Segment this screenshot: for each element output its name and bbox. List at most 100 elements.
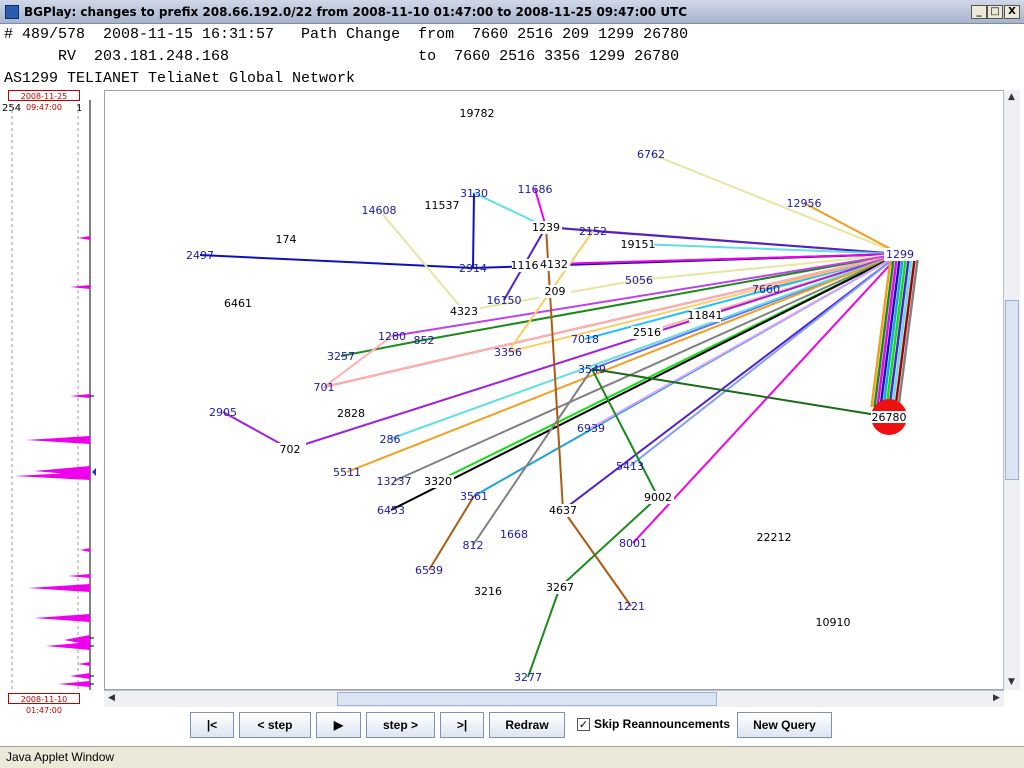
path-edge-3257-852 xyxy=(340,339,425,357)
as-node-5056[interactable]: 5056 xyxy=(625,274,653,287)
as-node-6539[interactable]: 6539 xyxy=(415,564,443,577)
as-node-11537[interactable]: 11537 xyxy=(425,199,460,212)
as-node-174[interactable]: 174 xyxy=(276,233,297,246)
path-edge-812-3549 xyxy=(472,368,593,546)
as-node-286[interactable]: 286 xyxy=(380,433,401,446)
last-event-button[interactable]: >| xyxy=(440,712,484,738)
as-node-26780[interactable]: 26780 xyxy=(872,411,907,424)
as-node-1280[interactable]: 1280 xyxy=(378,330,406,343)
minimize-button[interactable]: _ xyxy=(971,5,987,19)
as-node-2914[interactable]: 2914 xyxy=(459,262,487,275)
as-node-11164[interactable]: 11164 xyxy=(511,259,546,272)
as-node-1668[interactable]: 1668 xyxy=(500,528,528,541)
as-node-3277[interactable]: 3277 xyxy=(514,671,542,684)
as-node-702[interactable]: 702 xyxy=(280,443,301,456)
as-node-852[interactable]: 852 xyxy=(414,334,435,347)
scroll-down-icon[interactable]: ▼ xyxy=(1008,677,1015,687)
as-node-1221[interactable]: 1221 xyxy=(617,600,645,613)
as-node-3320[interactable]: 3320 xyxy=(424,475,452,488)
status-text: Java Applet Window xyxy=(6,750,115,764)
maximize-button[interactable]: □ xyxy=(987,5,1003,19)
redraw-button[interactable]: Redraw xyxy=(489,712,565,738)
as-node-4323[interactable]: 4323 xyxy=(450,305,478,318)
as-node-3561[interactable]: 3561 xyxy=(460,490,488,503)
hub-origin-edge xyxy=(879,259,901,408)
as-node-5511[interactable]: 5511 xyxy=(333,466,361,479)
horizontal-scrollbar[interactable]: ◀ ▶ xyxy=(104,690,1004,707)
hub-origin-edge xyxy=(882,259,904,408)
as-node-6453[interactable]: 6453 xyxy=(377,504,405,517)
new-query-button[interactable]: New Query xyxy=(737,712,832,738)
as-node-bg xyxy=(689,309,721,322)
title-bar: BGPlay: changes to prefix 208.66.192.0/2… xyxy=(0,0,1024,24)
timeline-panel[interactable]: 2008-11-25 09:47:00 254 1 2008-11-10 01:… xyxy=(2,90,96,715)
as-node-bg xyxy=(426,199,458,212)
as-node-8001[interactable]: 8001 xyxy=(619,537,647,550)
step-forward-button[interactable]: step > xyxy=(366,712,435,738)
as-node-19782[interactable]: 19782 xyxy=(460,107,495,120)
as-node-4637[interactable]: 4637 xyxy=(549,504,577,517)
as-node-19151[interactable]: 19151 xyxy=(621,238,656,251)
as-node-2152[interactable]: 2152 xyxy=(579,225,607,238)
step-back-button[interactable]: < step xyxy=(239,712,311,738)
as-node-2905[interactable]: 2905 xyxy=(209,406,237,419)
hub-origin-edge xyxy=(894,259,916,408)
as-name-line: AS1299 TELIANET TeliaNet Global Network xyxy=(4,70,356,87)
timeline-left-label: 254 xyxy=(2,103,22,114)
as-node-11841[interactable]: 11841 xyxy=(688,309,723,322)
as-node-2828[interactable]: 2828 xyxy=(337,407,365,420)
path-edge-13237-1299 xyxy=(393,253,901,482)
first-event-button[interactable]: |< xyxy=(190,712,234,738)
path-edge-4637-1221 xyxy=(562,509,632,607)
as-node-6461[interactable]: 6461 xyxy=(224,297,252,310)
as-node-6762[interactable]: 6762 xyxy=(637,148,665,161)
as-node-4132[interactable]: 4132 xyxy=(540,258,568,271)
path-edge-701-1299 xyxy=(323,253,901,388)
as-node-11686[interactable]: 11686 xyxy=(518,183,553,196)
as-node-22212[interactable]: 22212 xyxy=(757,531,792,544)
scroll-right-icon[interactable]: ▶ xyxy=(993,693,1000,703)
as-node-bg xyxy=(274,443,306,456)
vertical-scroll-thumb[interactable] xyxy=(1005,300,1019,480)
as-node-3130[interactable]: 3130 xyxy=(460,187,488,200)
as-node-3267[interactable]: 3267 xyxy=(546,581,574,594)
as-node-7660[interactable]: 7660 xyxy=(752,283,780,296)
as-node-701[interactable]: 701 xyxy=(314,381,335,394)
as-node-3549[interactable]: 3549 xyxy=(578,363,606,376)
hub-origin-edge xyxy=(897,259,919,408)
path-edge-6539-3561 xyxy=(428,495,475,571)
as-node-2497[interactable]: 2497 xyxy=(186,249,214,262)
as-node-12956[interactable]: 12956 xyxy=(787,197,822,210)
vertical-scrollbar[interactable]: ▲ ▼ xyxy=(1003,90,1020,690)
as-node-1239[interactable]: 1239 xyxy=(532,221,560,234)
as-node-209[interactable]: 209 xyxy=(545,285,566,298)
as-node-bg xyxy=(448,305,480,318)
as-node-bg xyxy=(530,221,562,234)
as-node-bg xyxy=(547,504,579,517)
as-node-3257[interactable]: 3257 xyxy=(327,350,355,363)
path-edge-1280-1299 xyxy=(391,253,901,337)
as-node-1299[interactable]: 1299 xyxy=(886,248,914,261)
as-node-10910[interactable]: 10910 xyxy=(816,616,851,629)
as-node-3216[interactable]: 3216 xyxy=(474,585,502,598)
as-node-7018[interactable]: 7018 xyxy=(571,333,599,346)
play-button[interactable]: ▶ xyxy=(316,712,361,738)
as-node-2516[interactable]: 2516 xyxy=(633,326,661,339)
as-node-bg xyxy=(642,491,674,504)
as-node-5413[interactable]: 5413 xyxy=(616,460,644,473)
as-node-16150[interactable]: 16150 xyxy=(487,294,522,307)
as-node-9002[interactable]: 9002 xyxy=(644,491,672,504)
timeline-histogram[interactable] xyxy=(6,90,96,706)
as-node-812[interactable]: 812 xyxy=(463,539,484,552)
scroll-left-icon[interactable]: ◀ xyxy=(108,693,115,703)
as-node-6939[interactable]: 6939 xyxy=(577,422,605,435)
close-button[interactable]: X xyxy=(1004,5,1020,19)
as-node-14608[interactable]: 14608 xyxy=(362,204,397,217)
horizontal-scroll-thumb[interactable] xyxy=(337,692,717,706)
as-node-3356[interactable]: 3356 xyxy=(494,346,522,359)
skip-reannouncements-checkbox[interactable]: ✓ xyxy=(577,718,590,731)
as-node-13237[interactable]: 13237 xyxy=(377,475,412,488)
scroll-up-icon[interactable]: ▲ xyxy=(1008,92,1015,102)
